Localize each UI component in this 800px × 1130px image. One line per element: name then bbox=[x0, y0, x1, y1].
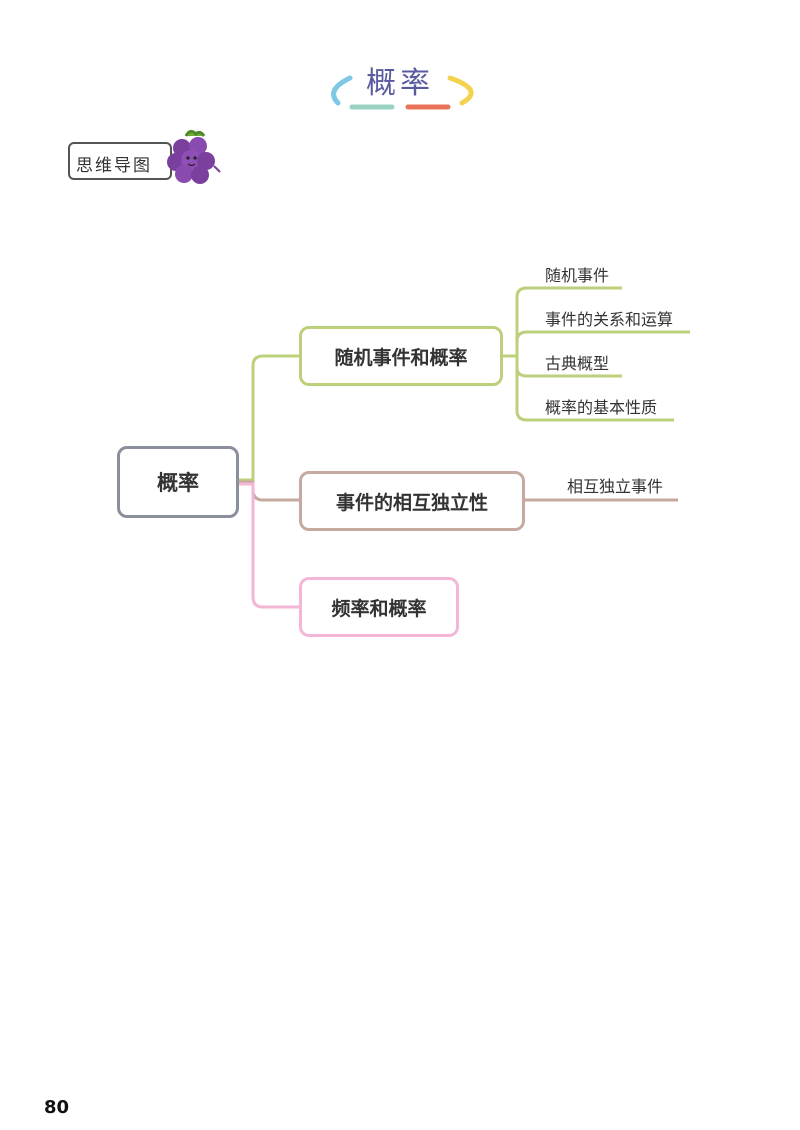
badge-label: 思维导图 bbox=[76, 156, 152, 176]
connector-leaf-1-4 bbox=[515, 356, 674, 422]
header-dash-left bbox=[331, 75, 353, 106]
page-title: 概率 bbox=[366, 66, 434, 101]
mind-map-badge: 思维导图 bbox=[68, 142, 172, 180]
connector-leaf-1-2 bbox=[515, 330, 690, 345]
leaf-node: 相互独立事件 bbox=[567, 477, 664, 496]
header-dash-right bbox=[447, 75, 474, 106]
header-decoration bbox=[331, 75, 474, 110]
leaf-node: 古典概型 bbox=[545, 354, 610, 373]
branch-node-random-events: 随机事件和概率 bbox=[299, 326, 503, 386]
leaf-node: 随机事件 bbox=[545, 266, 610, 285]
mindmap-connectors bbox=[239, 286, 690, 609]
root-node: 概率 bbox=[117, 446, 239, 518]
branch-node-frequency: 频率和概率 bbox=[299, 577, 459, 637]
grape-mascot-icon bbox=[167, 129, 221, 184]
connector-root-branch-3 bbox=[239, 482, 299, 609]
branch-node-independence: 事件的相互独立性 bbox=[299, 471, 525, 531]
leaf-node: 事件的关系和运算 bbox=[545, 310, 674, 329]
connector-root-branch-1 bbox=[239, 354, 299, 482]
leaf-node: 概率的基本性质 bbox=[545, 398, 658, 417]
page-number: 80 bbox=[44, 1097, 70, 1118]
connector-leaf-1-1 bbox=[515, 286, 622, 356]
